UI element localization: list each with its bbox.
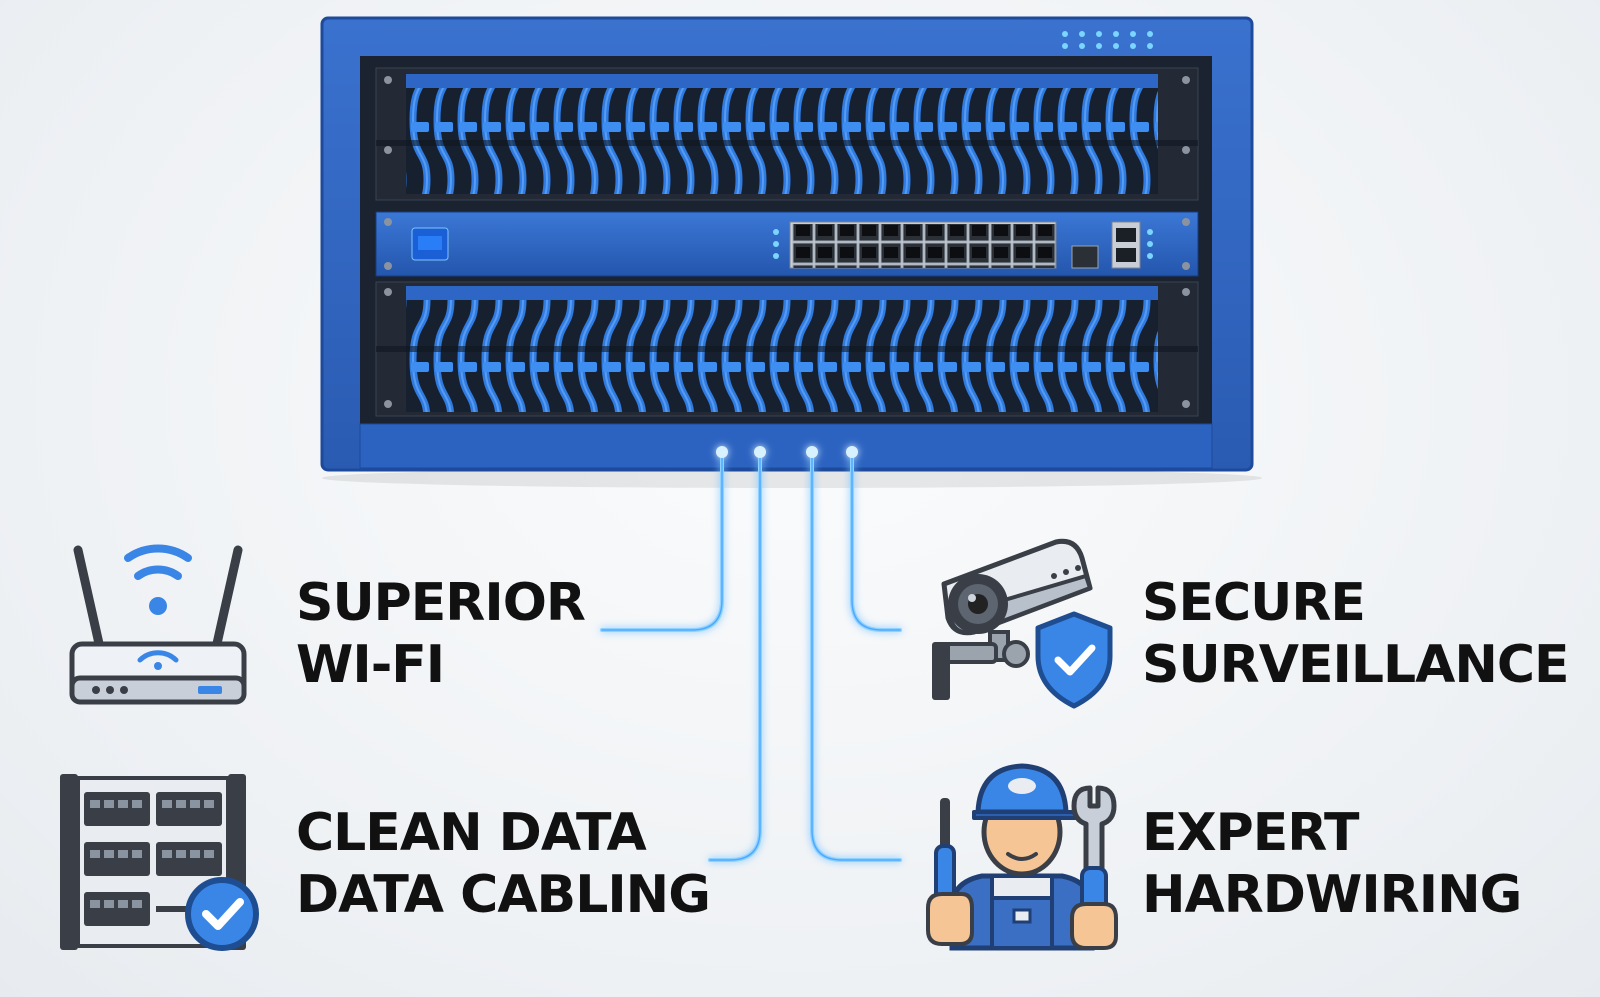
wifi-router-icon — [69, 544, 247, 705]
status-leds — [1062, 31, 1153, 49]
patch-panel-top — [375, 67, 1199, 201]
feature-surveillance-line2: SURVEILLANCE — [1142, 635, 1570, 695]
rack-base — [359, 423, 1213, 469]
feature-surveillance-line1: SECURE — [1142, 573, 1366, 633]
rack-shadow — [322, 468, 1262, 488]
feature-hardwiring-line2: HARDWIRING — [1142, 865, 1522, 925]
feature-wifi: SUPERIOR WI-FI — [296, 572, 586, 696]
security-camera-icon — [932, 538, 1113, 709]
server-rack-check-icon — [60, 774, 259, 951]
patch-panel-bottom — [375, 281, 1199, 417]
feature-hardwiring: EXPERT HARDWIRING — [1142, 802, 1522, 926]
feature-surveillance: SECURE SURVEILLANCE — [1142, 572, 1570, 696]
technician-icon — [926, 763, 1118, 951]
glowing-cables — [600, 446, 902, 862]
network-switch — [375, 211, 1199, 277]
feature-cabling: CLEAN DATA DATA CABLING — [296, 802, 711, 926]
feature-wifi-line1: SUPERIOR — [296, 573, 586, 633]
feature-wifi-line2: WI-FI — [296, 635, 445, 695]
feature-cabling-line2: DATA CABLING — [296, 865, 711, 925]
feature-hardwiring-line1: EXPERT — [1142, 803, 1359, 863]
feature-cabling-line1: CLEAN DATA — [296, 803, 647, 863]
